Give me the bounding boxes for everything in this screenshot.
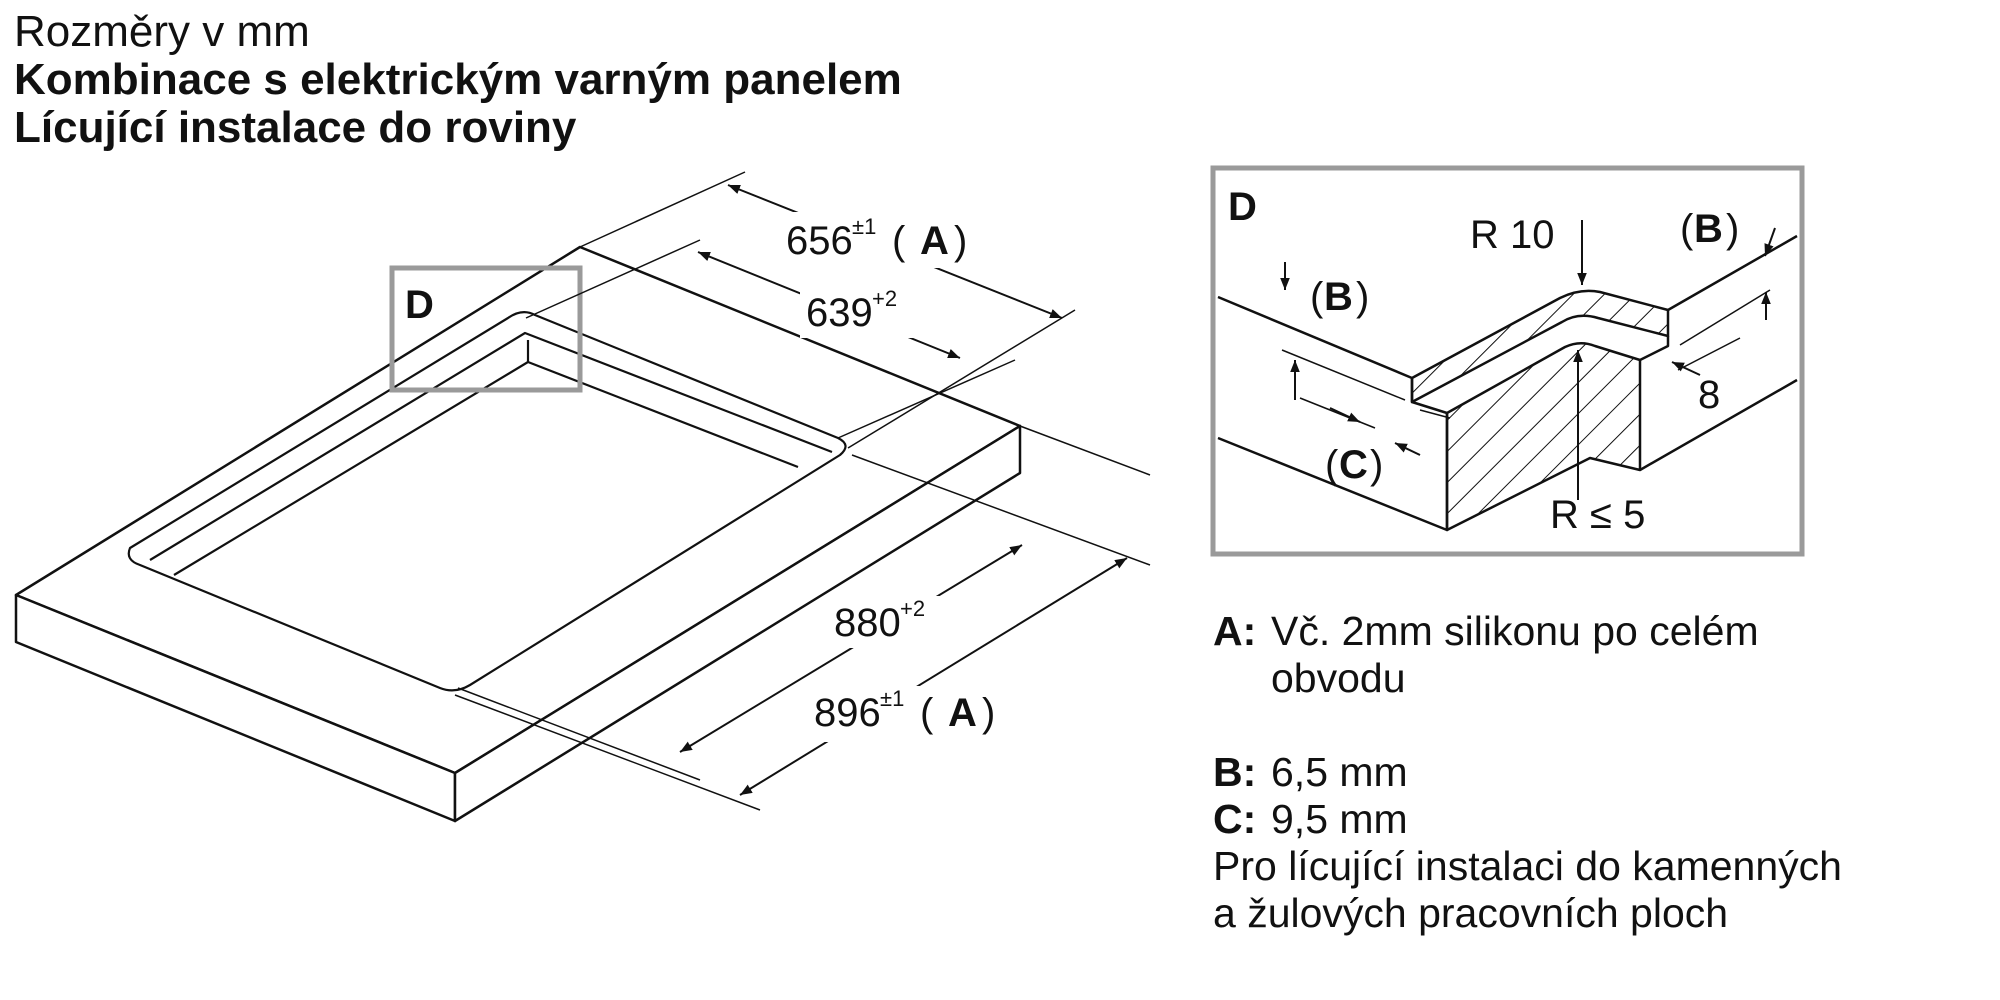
radius-top-label: R 10 [1470,213,1555,257]
legend-note-2: a žulových pracovních ploch [1213,890,1729,936]
installation-title: Lícující instalace do roviny [14,103,577,152]
dim-896-close: ) [982,691,995,735]
legend-a-text-1: Vč. 2mm silikonu po celém [1271,608,1759,654]
dim-896-ref: A [948,691,977,735]
worktop-step-hatched [1445,342,1642,532]
legend-b-key: B: [1213,749,1257,795]
dim-656-ref: A [920,219,949,263]
legend-a-key: A: [1213,608,1257,654]
legend-b: B: 6,5 mm [1213,749,1842,796]
dim-896-value: 896 [814,691,881,735]
dimension-labels: 656 ±1 ( A ) 639 +2 880 +2 896 ±1 ( A ) [780,212,1008,742]
dim-880-value: 880 [834,601,901,645]
b-right-open: ( [1680,207,1694,251]
dim-line-896 [739,557,1128,796]
legend-c: C: 9,5 mm [1213,796,1842,843]
detail-marker-label: D [405,283,434,327]
radius-bottom-label: R ≤ 5 [1550,493,1645,537]
legend-a-continued: obvodu [1213,655,1842,702]
detail-marker-box [389,265,583,393]
b-right-ref: B [1694,207,1723,251]
legend-a-text-2: obvodu [1271,655,1406,701]
dim-656-tolerance: ±1 [852,214,876,239]
b-left-open: ( [1310,275,1324,319]
cutout-rim-outer [127,311,847,692]
legend: A: Vč. 2mm silikonu po celém obvodu B: 6… [1213,608,1842,937]
c-close: ) [1370,443,1383,487]
legend-c-key: C: [1213,796,1257,842]
combination-title: Kombinace s elektrickým varným panelem [14,55,902,104]
legend-a: A: Vč. 2mm silikonu po celém [1213,608,1842,655]
units-caption: Rozměry v mm [14,7,310,56]
dim-656-value: 656 [786,219,853,263]
dim-896-open: ( [920,691,934,735]
b-left-ref: B [1324,275,1353,319]
dim-880-tolerance: +2 [900,596,925,621]
dim-896-tolerance: ±1 [880,686,904,711]
dim-656-close: ) [954,219,967,263]
worktop-right-outline [1639,234,1798,472]
legend-c-text: 9,5 mm [1271,796,1408,842]
dim-639-tolerance: +2 [872,286,897,311]
legend-note-1: Pro lícující instalaci do kamenných [1213,843,1842,889]
c-ref: C [1339,443,1368,487]
detail-labels: R 10 R ≤ 5 8 ( B ) ( B ) ( C ) [1310,207,1739,537]
detail-label: D [1228,185,1257,229]
worktop-left-outline [1217,295,1449,532]
detail-section [1217,234,1798,532]
extension-lines [454,171,1151,811]
dim-656-open: ( [892,219,906,263]
detail-dimensions [1280,220,1776,500]
c-open: ( [1325,443,1339,487]
dim-639-value: 639 [806,291,873,335]
step-value-label: 8 [1698,373,1720,417]
legend-b-text: 6,5 mm [1271,749,1408,795]
b-left-close: ) [1356,275,1369,319]
cutout-step [149,331,833,561]
title-block: Rozměry v mm Kombinace s elektrickým var… [14,8,902,152]
b-right-close: ) [1726,207,1739,251]
